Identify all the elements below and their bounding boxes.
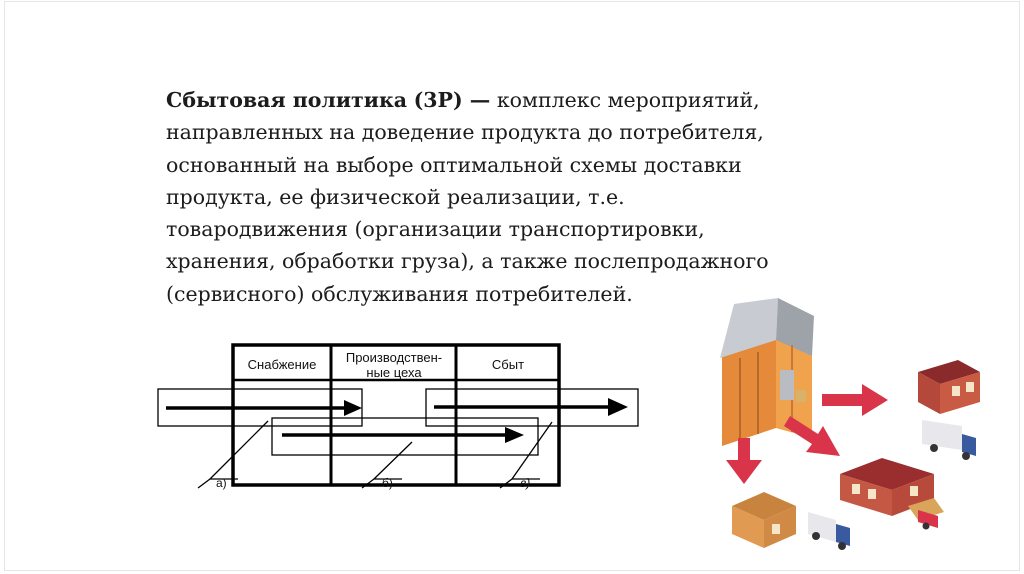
flow-band-a <box>157 388 363 427</box>
truck-icon <box>908 498 944 530</box>
flow-arrowhead-b <box>505 427 524 443</box>
house-icon <box>918 360 980 414</box>
flow-arrowhead-c <box>608 398 628 416</box>
house-icon <box>840 458 934 516</box>
logistics-illustration <box>720 298 980 550</box>
definition-line: комплекс мероприятий, <box>496 88 760 112</box>
definition-text: Сбытовая политика (3P) — комплекс меропр… <box>166 84 866 310</box>
warehouse-icon <box>720 298 814 446</box>
callout-c: в) <box>499 421 553 490</box>
definition-line: основанный на выборе оптимальной схемы д… <box>166 152 742 177</box>
definition-line: продукта, ее физической реализации, т.е. <box>166 184 625 209</box>
flow-band-b <box>271 417 539 456</box>
definition-line: направленных на доведение продукта до по… <box>166 120 764 145</box>
callout-label-a: а) <box>216 476 227 490</box>
flow-arrowhead-a <box>344 400 362 416</box>
definition-term: Сбытовая политика <box>166 88 408 112</box>
definition-line: хранения, обработки груза), а также посл… <box>166 249 769 274</box>
definition-term-suffix: (3P) — <box>413 88 491 112</box>
house-icon <box>732 492 796 548</box>
stage-label-production-1: Производствен- <box>346 350 442 365</box>
callout-label-b: б) <box>382 476 393 490</box>
diagram-outer-box <box>231 343 561 487</box>
truck-icon <box>922 420 976 460</box>
stage-label-sales: Сбыт <box>492 357 524 372</box>
flow-band-c <box>425 388 639 427</box>
flow-diagram: Снабжение Производствен- ные цеха Сбыт а… <box>157 343 639 490</box>
definition-line: (сервисного) обслуживания потребителей. <box>166 281 633 306</box>
arrow-icon <box>726 384 888 484</box>
slide-frame <box>4 1 1020 571</box>
stage-label-production-2: ные цеха <box>366 365 422 380</box>
callout-label-c: в) <box>520 476 530 490</box>
truck-icon <box>808 512 850 550</box>
definition-line: товародвижения (организации транспортиро… <box>166 217 705 242</box>
callout-b: б) <box>361 441 413 490</box>
stage-label-supply: Снабжение <box>248 357 317 372</box>
callout-a: а) <box>197 420 269 490</box>
